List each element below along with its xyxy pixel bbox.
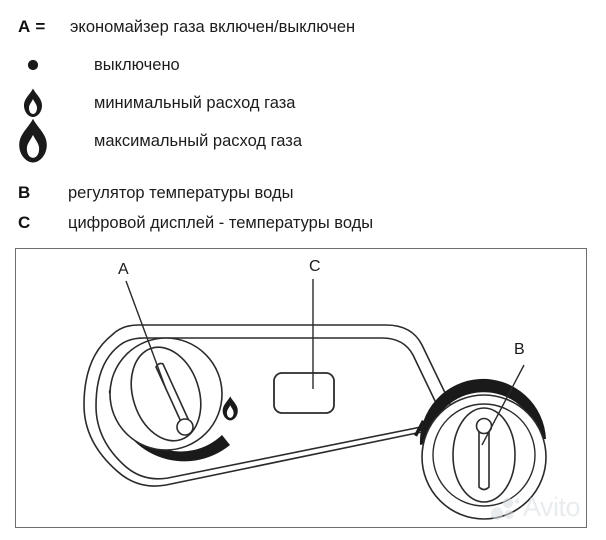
control-panel-diagram: A C B Avito [15, 248, 587, 528]
water-temperature-knob [414, 378, 547, 520]
legend-key-cell: B [0, 183, 62, 203]
legend-desc-max: максимальный расход газа [94, 131, 302, 150]
dot-icon [0, 57, 62, 73]
legend-key-cell: A = [0, 17, 62, 37]
legend-key-cell: C [0, 213, 62, 233]
gas-economizer-knob [108, 337, 238, 462]
legend-row-c: C цифровой дисплей - температуры воды [0, 206, 606, 240]
knob-a-pointer-slot [155, 366, 183, 425]
legend-desc-c: цифровой дисплей - температуры воды [68, 213, 374, 232]
callout-label-c: C [309, 258, 321, 275]
legend-desc-b: регулятор температуры воды [68, 183, 294, 202]
legend-row-max: максимальный расход газа [0, 118, 606, 163]
callout-label-a: A [118, 261, 129, 278]
knob-a-pointer-tip [176, 418, 194, 436]
leader-line-b [481, 364, 525, 446]
digital-display [273, 372, 335, 414]
legend-desc-off: выключено [94, 55, 180, 74]
knob-b-cap [452, 407, 516, 503]
small-flame-icon [0, 88, 62, 118]
legend-desc-a: экономайзер газа включен/выключен [70, 17, 356, 36]
panel-outline [83, 324, 452, 487]
callout-leaders [125, 279, 525, 446]
legend-key-a: A = [18, 17, 46, 36]
leader-line-a [125, 280, 167, 390]
callout-label-b: B [514, 341, 525, 358]
legend-row-off: выключено [0, 48, 606, 82]
legend-row-b: B регулятор температуры воды [0, 176, 606, 210]
legend-row-min: минимальный расход газа [0, 86, 606, 120]
knob-a-max-flame-icon [222, 396, 238, 421]
knob-b-scale-arc [419, 378, 546, 445]
knob-b-pointer-slot [478, 429, 490, 491]
legend-desc-min: минимальный расход газа [94, 93, 296, 112]
large-flame-icon [0, 118, 62, 164]
legend: A = экономайзер газа включен/выключен вы… [0, 0, 606, 240]
legend-row-a: A = экономайзер газа включен/выключен [0, 10, 606, 44]
legend-key-b: B [18, 183, 31, 202]
legend-key-c: C [18, 213, 31, 232]
